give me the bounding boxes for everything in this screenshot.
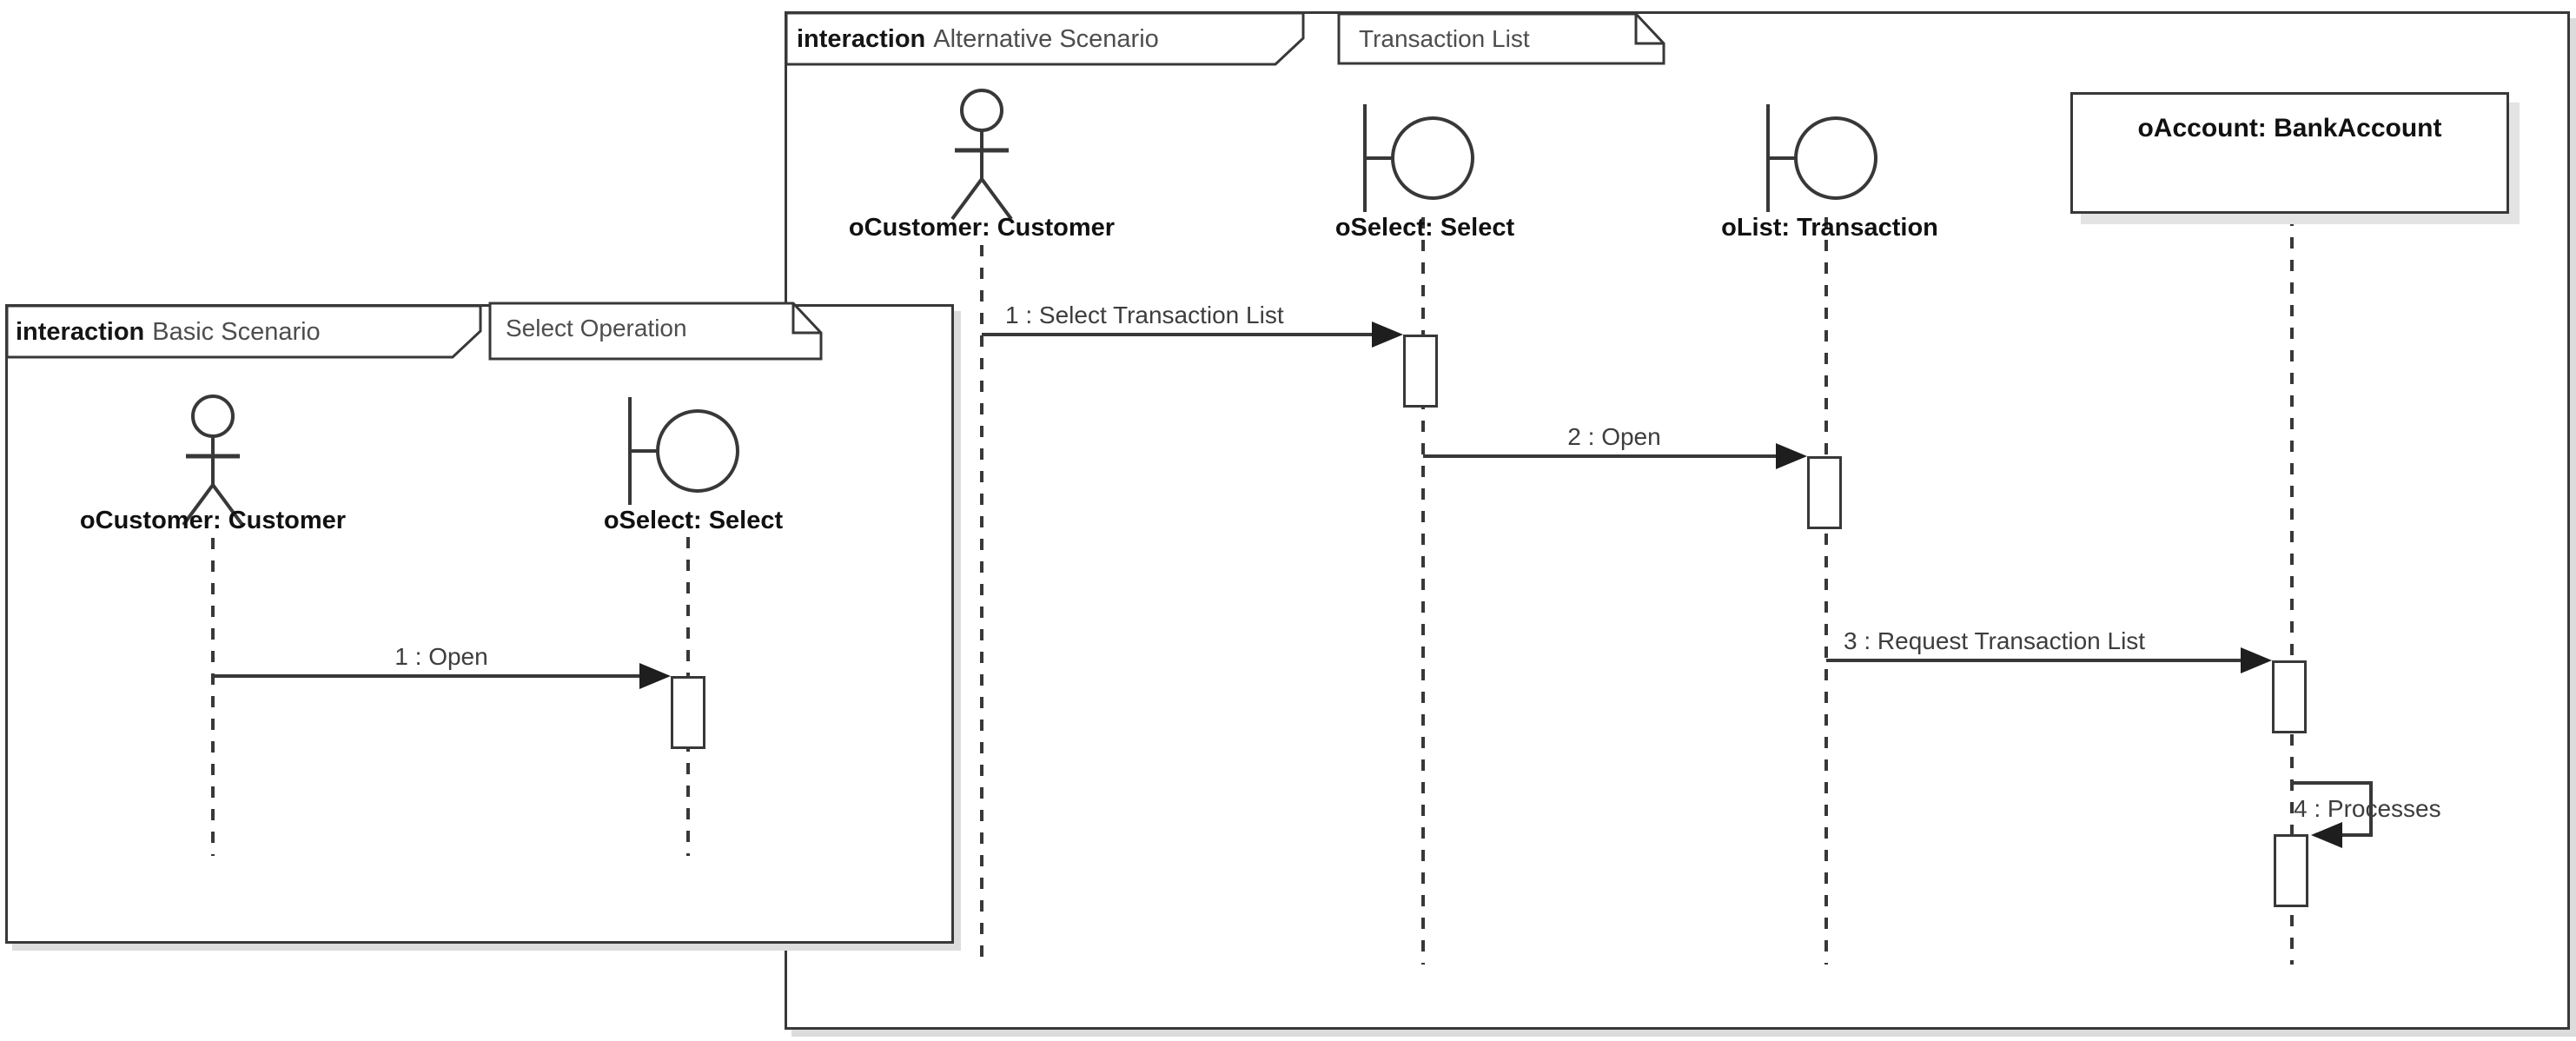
note-label: Transaction List [1359, 25, 1530, 52]
activation-bar [1403, 335, 1438, 408]
lifeline-label-list: oList: Transaction [1721, 214, 1938, 242]
note-icon [488, 302, 823, 361]
message-line [213, 674, 645, 678]
note-icon [1337, 12, 1665, 65]
interaction-keyword: interaction [16, 318, 145, 346]
message-arrowhead [1776, 443, 1807, 469]
lifeline-label-select: oSelect: Select [1334, 214, 1515, 242]
lifeline-label-select: oSelect: Select [603, 507, 784, 534]
actor-icon [182, 395, 244, 527]
frame-title-text: Basic Scenario [152, 318, 321, 346]
object-label: oAccount: BankAccount [2137, 114, 2442, 143]
self-message-right-line [2369, 781, 2373, 837]
message-label: 1 : Open [394, 643, 488, 670]
note-label: Select Operation [506, 315, 687, 341]
object-box-account: oAccount: BankAccount [2070, 92, 2509, 214]
message-line [1423, 454, 1781, 458]
message-arrowhead [2311, 822, 2342, 848]
activation-bar [1807, 456, 1842, 529]
message-label: 3 : Request Transaction List [1844, 627, 2146, 654]
boundary-icon [628, 397, 739, 505]
frame-pentagon [785, 11, 1305, 66]
activation-bar [671, 676, 705, 749]
lifeline-customer [980, 245, 983, 965]
interaction-keyword: interaction [797, 25, 926, 53]
frame-pentagon [5, 304, 482, 359]
boundary-icon [1363, 104, 1474, 212]
lifeline-select [1421, 217, 1425, 965]
actor-icon [950, 89, 1013, 221]
message-arrowhead [1372, 322, 1403, 348]
activation-bar [2274, 834, 2308, 907]
message-line [982, 333, 1377, 336]
message-label: 2 : Open [1567, 423, 1661, 450]
self-message-top-line [2292, 781, 2373, 785]
lifeline-customer [211, 538, 215, 856]
message-label: 4 : Processes [2294, 795, 2441, 822]
lifeline-label-customer: oCustomer: Customer [848, 214, 1116, 242]
message-arrowhead [2241, 647, 2272, 673]
lifeline-label-customer: oCustomer: Customer [79, 507, 347, 534]
message-label: 1 : Select Transaction List [1005, 302, 1284, 328]
boundary-icon [1766, 104, 1877, 212]
self-message-bottom-line [2341, 833, 2373, 837]
lifeline-list [1824, 217, 1828, 965]
activation-bar [2272, 660, 2307, 733]
lifeline-account [2290, 215, 2294, 965]
frame-title-text: Alternative Scenario [933, 25, 1159, 53]
message-line [1826, 659, 2246, 662]
message-arrowhead [639, 663, 671, 689]
